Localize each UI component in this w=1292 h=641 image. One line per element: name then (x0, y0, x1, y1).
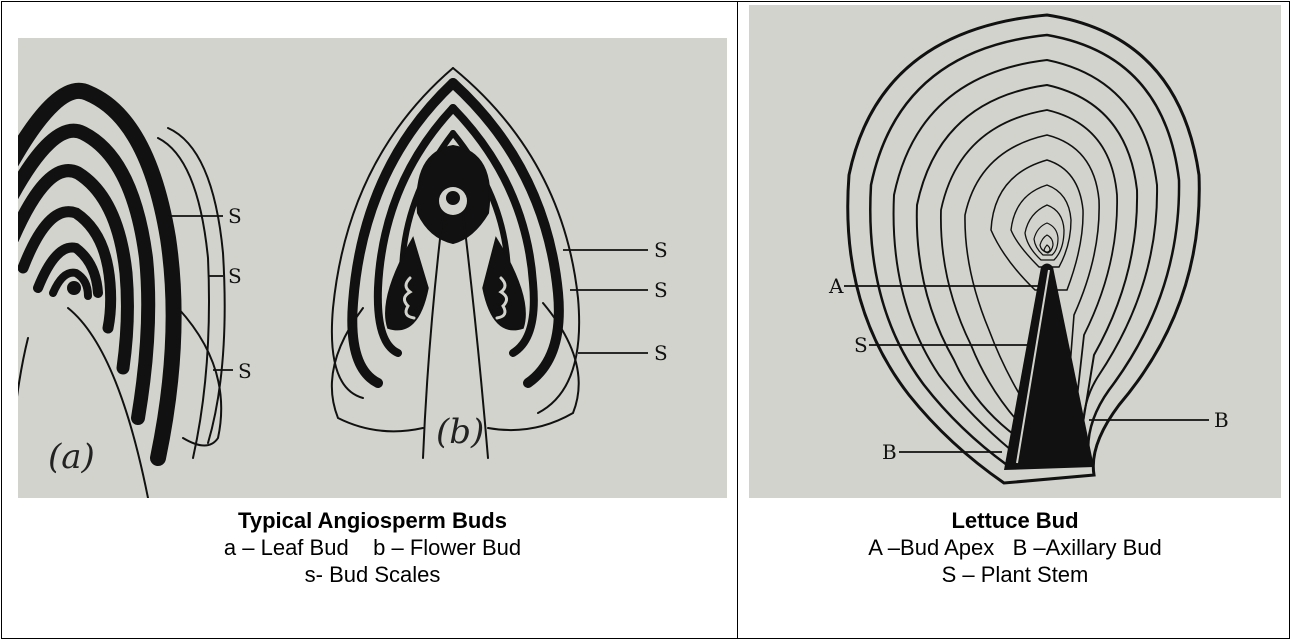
lettuce-caption-title: Lettuce Bud (749, 507, 1281, 534)
label-A: A (828, 274, 844, 298)
angiosperm-buds-illustration: S S S (a) (18, 38, 727, 498)
label-s-1: S (228, 204, 242, 228)
panel-divider (737, 1, 738, 639)
label-s-6: S (654, 341, 668, 365)
lettuce-bud-illustration: A S B B (749, 5, 1281, 498)
label-S: S (854, 333, 868, 357)
lettuce-caption-line1: A –Bud Apex B –Axillary Bud (749, 534, 1281, 561)
label-B-right: B (1214, 408, 1229, 432)
lettuce-caption: Lettuce Bud A –Bud Apex B –Axillary Bud … (749, 507, 1281, 588)
angiosperm-buds-svg: S S S (a) (18, 38, 727, 498)
angiosperm-caption-line1: a – Leaf Bud b – Flower Bud (18, 534, 727, 561)
lettuce-caption-line2: S – Plant Stem (749, 561, 1281, 588)
angiosperm-caption-line2: s- Bud Scales (18, 561, 727, 588)
angiosperm-caption-title: Typical Angiosperm Buds (18, 507, 727, 534)
label-s-2: S (228, 264, 242, 288)
label-a: (a) (48, 437, 95, 477)
label-s-5: S (654, 278, 668, 302)
label-s-3: S (238, 359, 252, 383)
angiosperm-caption: Typical Angiosperm Buds a – Leaf Bud b –… (18, 507, 727, 588)
label-B-left: B (882, 440, 897, 464)
lettuce-bud-svg: A S B B (749, 5, 1281, 498)
label-b: (b) (436, 412, 484, 452)
label-s-4: S (654, 238, 668, 262)
